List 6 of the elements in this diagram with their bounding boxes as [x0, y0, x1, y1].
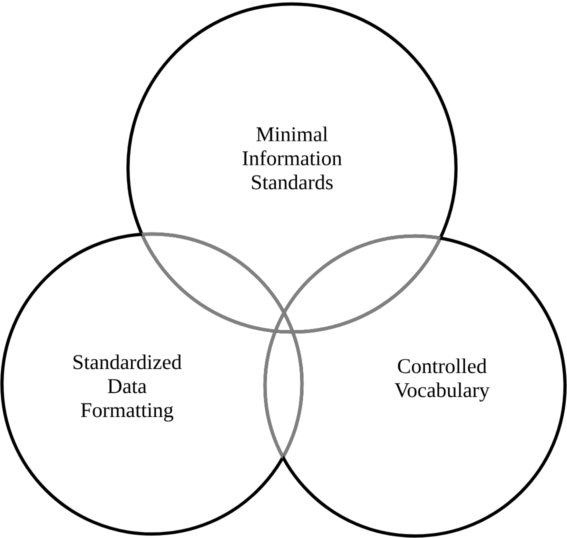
circle-label: Minimal Information Standards [242, 126, 342, 190]
circle [126, 2, 458, 334]
circle-label: Controlled Vocabulary [394, 358, 490, 402]
circle-label: Standardized Data Formatting [74, 354, 182, 422]
circle [0, 232, 304, 536]
circle [263, 234, 567, 538]
